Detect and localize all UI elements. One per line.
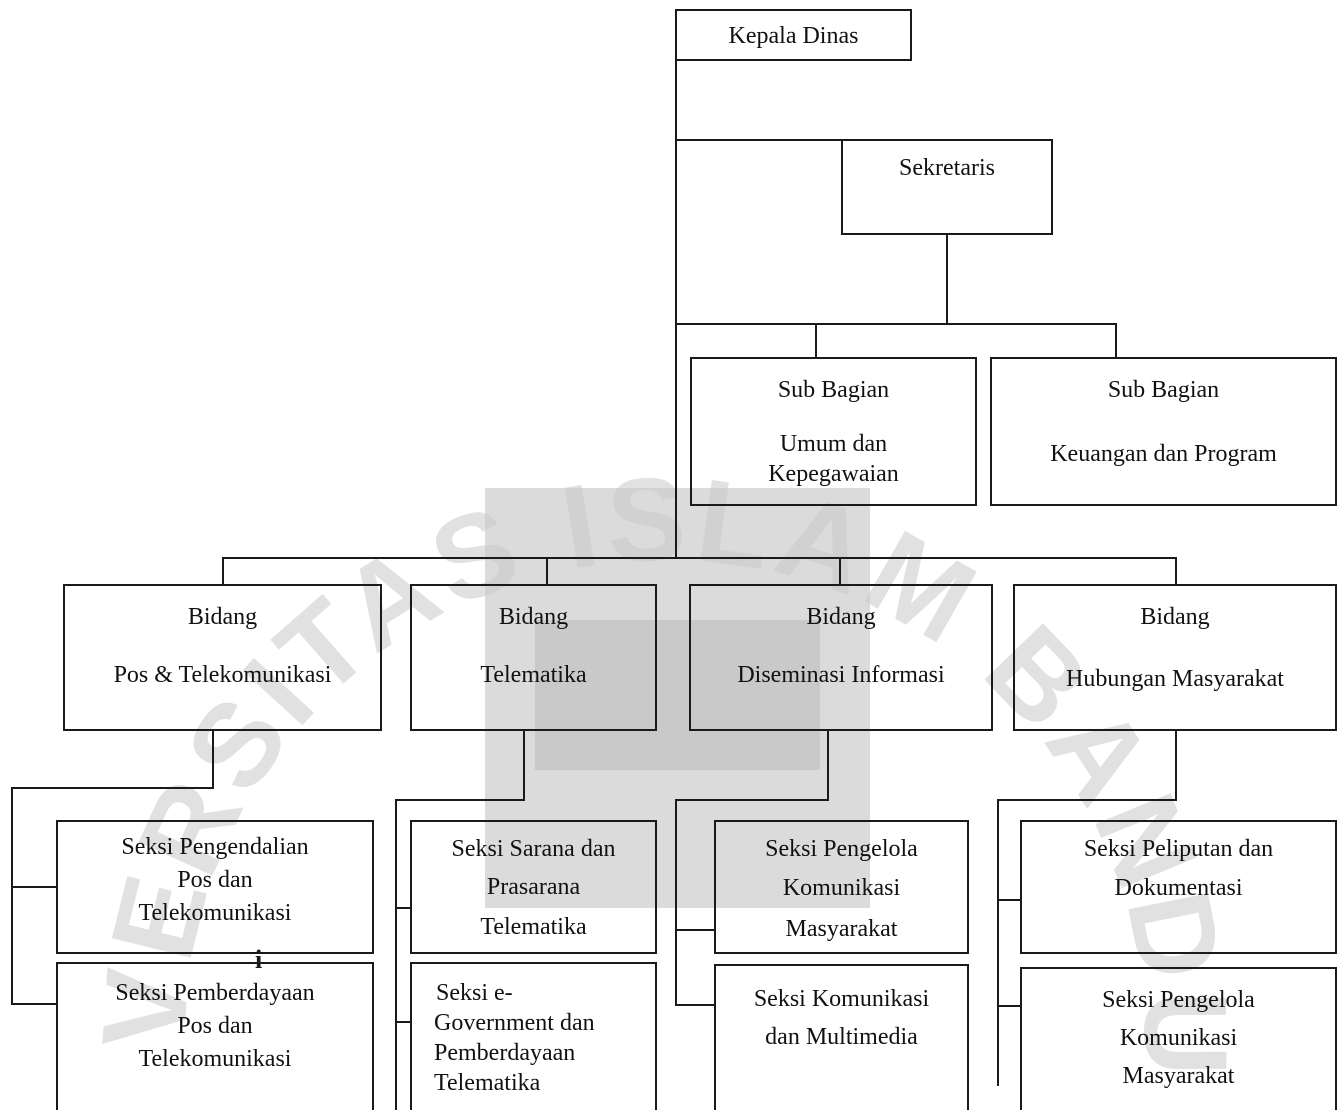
seksi-box: Seksi Pengendalian Pos dan Telekomunikas…	[56, 820, 374, 954]
bidang-title: Bidang	[498, 604, 569, 630]
seksi-line: Komunikasi	[782, 875, 901, 901]
bidang-box: Bidang Pos & Telekomunikasi	[63, 584, 382, 731]
seksi-line: Seksi Peliputan dan	[1083, 836, 1274, 862]
bidang-title: Bidang	[806, 604, 876, 630]
sub-bagian-box: Sub Bagian Keuangan dan Program	[990, 357, 1337, 506]
bidang-box: Bidang Diseminasi Informasi	[689, 584, 993, 731]
seksi-line: Seksi Komunikasi	[753, 986, 930, 1012]
bidang-title: Bidang	[187, 604, 258, 630]
seksi-line: Prasarana	[486, 874, 581, 900]
stray-mark: i	[255, 945, 262, 974]
seksi-line: Telekomunikasi	[138, 1046, 292, 1072]
sub-bagian-title: Sub Bagian	[1107, 377, 1220, 403]
seksi-line: Seksi e-	[436, 980, 513, 1006]
seksi-line: Masyarakat	[785, 916, 898, 942]
seksi-line: Seksi Pengelola	[765, 836, 918, 862]
seksi-box: Seksi Pengelola Komunikasi Masyarakat	[714, 820, 969, 954]
seksi-line: Seksi Pemberdayaan	[115, 980, 315, 1006]
secretary-label: Sekretaris	[899, 155, 995, 181]
seksi-box: Seksi Peliputan dan Dokumentasi	[1020, 820, 1337, 954]
seksi-line: Telematika	[480, 914, 587, 940]
bidang-name: Pos & Telekomunikasi	[113, 662, 332, 688]
secretary-box: Sekretaris	[841, 139, 1053, 235]
bidang-name: Diseminasi Informasi	[737, 662, 945, 688]
seksi-line: dan Multimedia	[765, 1024, 918, 1050]
seksi-line: Government dan	[434, 1010, 595, 1036]
seksi-line: Telekomunikasi	[138, 900, 292, 926]
seksi-line: Telematika	[434, 1070, 541, 1096]
seksi-box: Seksi Pengelola Komunikasi Masyarakat	[1020, 967, 1337, 1110]
head-label: Kepala Dinas	[728, 23, 859, 49]
bidang-box: Bidang Hubungan Masyarakat	[1013, 584, 1337, 731]
bidang-name: Telematika	[480, 662, 587, 688]
seksi-box: Seksi e- Government dan Pemberdayaan Tel…	[410, 962, 657, 1110]
sub-bagian-line: Kepegawaian	[768, 461, 899, 487]
sub-bagian-box: Sub Bagian Umum dan Kepegawaian	[690, 357, 977, 506]
seksi-line: Pos dan	[177, 1013, 253, 1039]
head-box: Kepala Dinas	[675, 9, 912, 61]
sub-bagian-line: Umum dan	[779, 431, 888, 457]
seksi-line: Pos dan	[177, 867, 253, 893]
seksi-line: Pemberdayaan	[434, 1040, 576, 1066]
seksi-line: Seksi Sarana dan	[451, 836, 616, 862]
watermark-emblem-inner	[535, 620, 820, 770]
seksi-line: Masyarakat	[1122, 1063, 1235, 1089]
seksi-box: Seksi Pemberdayaan Pos dan Telekomunikas…	[56, 962, 374, 1110]
sub-bagian-title: Sub Bagian	[777, 377, 890, 403]
seksi-box: Seksi Sarana dan Prasarana Telematika	[410, 820, 657, 954]
seksi-line: Seksi Pengendalian	[121, 834, 309, 860]
bidang-box: Bidang Telematika	[410, 584, 657, 731]
bidang-name: Hubungan Masyarakat	[1066, 666, 1284, 692]
seksi-line: Dokumentasi	[1114, 875, 1243, 901]
seksi-line: Komunikasi	[1119, 1025, 1238, 1051]
seksi-line: Seksi Pengelola	[1102, 987, 1255, 1013]
bidang-title: Bidang	[1140, 604, 1210, 630]
seksi-box: Seksi Komunikasi dan Multimedia	[714, 964, 969, 1110]
sub-bagian-line: Keuangan dan Program	[1050, 441, 1277, 467]
